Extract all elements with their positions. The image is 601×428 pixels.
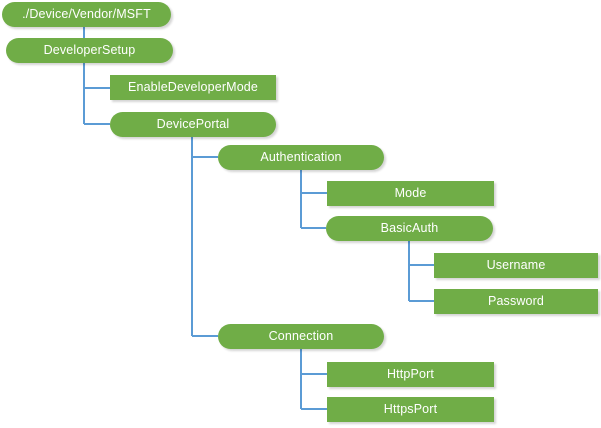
tree-node-developersetup[interactable]: DeveloperSetup xyxy=(6,38,173,63)
tree-node-label: DeveloperSetup xyxy=(43,43,136,58)
tree-node-authentication[interactable]: Authentication xyxy=(218,145,384,170)
tree-node-label: BasicAuth xyxy=(380,221,439,236)
tree-node-label: Password xyxy=(487,294,545,309)
tree-node-mode[interactable]: Mode xyxy=(327,181,494,206)
tree-node-label: HttpsPort xyxy=(383,402,438,417)
tree-node-httpport[interactable]: HttpPort xyxy=(327,362,494,387)
tree-node-label: EnableDeveloperMode xyxy=(127,80,259,95)
tree-node-deviceportal[interactable]: DevicePortal xyxy=(110,112,276,137)
tree-node-connection[interactable]: Connection xyxy=(218,324,384,349)
tree-node-label: Mode xyxy=(394,186,427,201)
tree-node-enabledevelopermode[interactable]: EnableDeveloperMode xyxy=(110,75,276,100)
tree-node-label: DevicePortal xyxy=(156,117,230,132)
tree-node-label: ./Device/Vendor/MSFT xyxy=(22,7,151,22)
tree-node-root[interactable]: ./Device/Vendor/MSFT xyxy=(2,2,171,27)
tree-node-label: Connection xyxy=(268,329,334,344)
tree-node-label: HttpPort xyxy=(386,367,435,382)
tree-node-label: Username xyxy=(486,258,546,273)
tree-node-httpsport[interactable]: HttpsPort xyxy=(327,397,494,422)
tree-node-basicauth[interactable]: BasicAuth xyxy=(326,216,493,241)
tree-node-username[interactable]: Username xyxy=(434,253,598,278)
tree-node-password[interactable]: Password xyxy=(434,289,598,314)
tree-node-label: Authentication xyxy=(260,150,342,165)
